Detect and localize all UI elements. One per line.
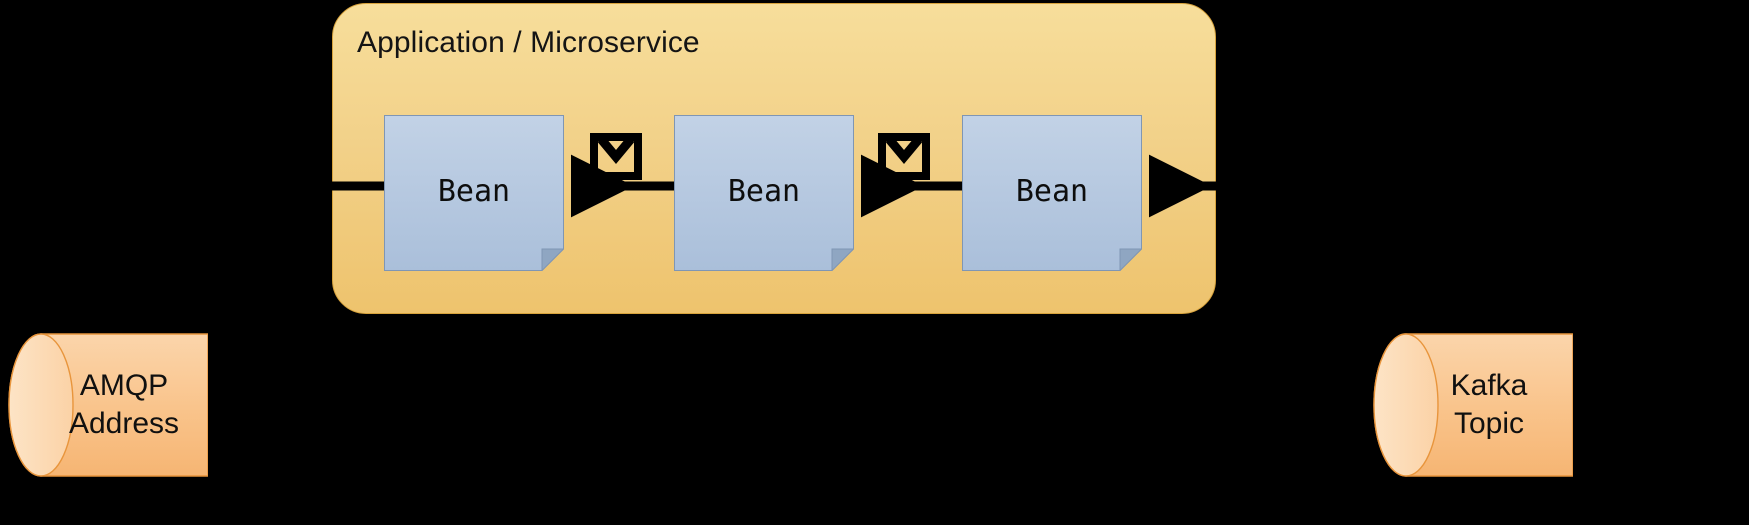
bean-label: Bean <box>437 173 511 209</box>
message-envelope-icon <box>590 133 642 180</box>
cylinder-shape <box>1373 333 1574 477</box>
amqp-address-node[interactable]: AMQP Address <box>8 333 209 477</box>
kafka-topic-line1: Kafka <box>1450 369 1528 402</box>
bean-document-shape <box>962 115 1142 271</box>
envelope-icon <box>878 133 930 180</box>
application-container-title: Application / Microservice <box>357 26 700 59</box>
amqp-address-label: AMQP Address <box>8 333 208 477</box>
bean-label: Bean <box>1015 173 1089 209</box>
message-envelope-icon <box>878 133 930 180</box>
bean-document-shape <box>384 115 564 271</box>
kafka-topic-node[interactable]: Kafka Topic <box>1373 333 1574 477</box>
cylinder-shape <box>8 333 209 477</box>
amqp-address-line1: AMQP <box>79 369 169 402</box>
bean-label: Bean <box>727 173 801 209</box>
bean-node-left[interactable]: Bean <box>384 115 564 271</box>
bean-node-right[interactable]: Bean <box>962 115 1142 271</box>
bean-node-middle[interactable]: Bean <box>674 115 854 271</box>
kafka-topic-label: Kafka Topic <box>1373 333 1573 477</box>
amqp-address-line2: Address <box>68 407 180 440</box>
kafka-topic-line2: Topic <box>1453 407 1525 440</box>
envelope-icon <box>590 133 642 180</box>
bean-document-shape <box>674 115 854 271</box>
